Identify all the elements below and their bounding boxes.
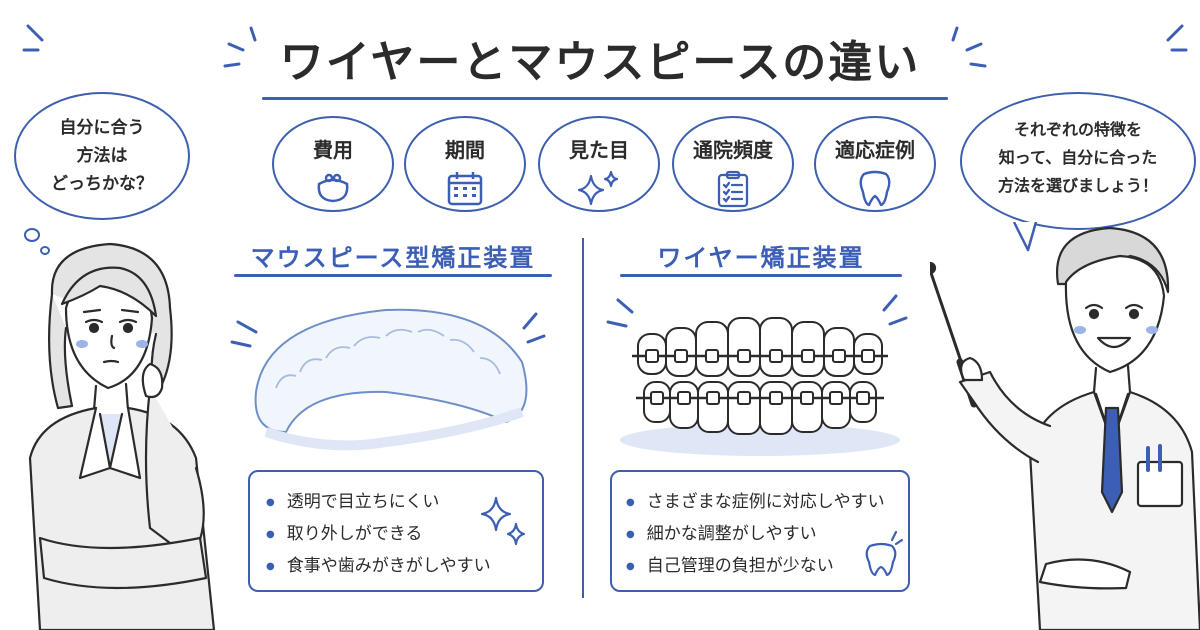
section-divider	[582, 238, 584, 598]
wire-section-title: ワイヤー矯正装置	[657, 244, 865, 272]
doctor-illustration	[930, 226, 1200, 630]
corner-dash-top-right-icon	[1166, 24, 1188, 52]
corner-dash-top-left-icon	[22, 24, 44, 52]
wire-features-box: さまざまな症例に対応しやすい 細かな調整がしやすい 自己管理の負担が少ない	[610, 470, 910, 592]
bubble-line: 方法は	[76, 146, 128, 166]
braces-teeth-illustration	[606, 294, 908, 456]
tooth-icon	[865, 530, 904, 577]
wire-feature-list: さまざまな症例に対応しやすい 細かな調整がしやすい 自己管理の負担が少ない	[626, 486, 908, 582]
category-label: 期間	[445, 138, 485, 162]
bubble-line: 方法を選びましょう！	[997, 176, 1158, 195]
title-sparkle-left-icon	[223, 26, 257, 68]
list-item: さまざまな症例に対応しやすい	[626, 486, 908, 518]
list-item: 取り外しができる	[266, 518, 542, 550]
thought-dot-large	[24, 228, 40, 242]
title-sparkle-right-icon	[951, 26, 987, 68]
mouthpiece-feature-list: 透明で目立ちにくい 取り外しができる 食事や歯みがきがしやすい	[266, 486, 542, 582]
checklist-icon	[717, 170, 749, 208]
calendar-icon	[447, 172, 483, 206]
list-item: 自己管理の負担が少ない	[626, 550, 908, 582]
category-visit-frequency: 通院頻度	[672, 116, 794, 212]
category-appearance: 見た目	[538, 116, 660, 212]
list-item: 食事や歯みがきがしやすい	[266, 550, 542, 582]
wire-title-underline	[620, 274, 902, 277]
bubble-line: 自分に合う	[59, 118, 145, 138]
category-period: 期間	[404, 116, 526, 212]
category-cost: 費用	[272, 116, 394, 212]
left-speech-bubble: 自分に合う 方法は どっちかな？	[14, 92, 190, 220]
bubble-line: どっちかな？	[51, 174, 153, 194]
category-label: 適応症例	[835, 138, 915, 162]
sparkle-icon	[577, 170, 619, 206]
mouthpiece-title-underline	[234, 274, 552, 277]
mouthpiece-features-box: 透明で目立ちにくい 取り外しができる 食事や歯みがきがしやすい	[248, 470, 544, 592]
tooth-icon	[859, 170, 891, 207]
category-label: 費用	[313, 138, 353, 162]
coin-purse-icon	[317, 173, 349, 203]
bubble-tail	[1012, 222, 1038, 252]
list-item: 細かな調整がしやすい	[626, 518, 908, 550]
woman-thinking-illustration	[28, 242, 216, 630]
mouthpiece-section-title: マウスピース型矯正装置	[250, 244, 536, 272]
category-applicable-cases: 適応症例	[814, 116, 936, 212]
list-item: 透明で目立ちにくい	[266, 486, 542, 518]
category-label: 見た目	[569, 138, 629, 162]
title-underline	[262, 97, 948, 100]
category-label: 通院頻度	[693, 138, 773, 162]
right-speech-bubble: それぞれの特徴を 知って、自分に合った 方法を選びましょう！	[960, 92, 1196, 230]
bubble-line: それぞれの特徴を	[1013, 120, 1142, 139]
clear-aligner-illustration	[230, 308, 546, 451]
bubble-line: 知って、自分に合った	[998, 148, 1158, 167]
page-title: ワイヤーとマウスピースの違い	[279, 37, 921, 88]
thought-dot-small	[40, 246, 50, 255]
sparkle-icon	[480, 496, 526, 546]
